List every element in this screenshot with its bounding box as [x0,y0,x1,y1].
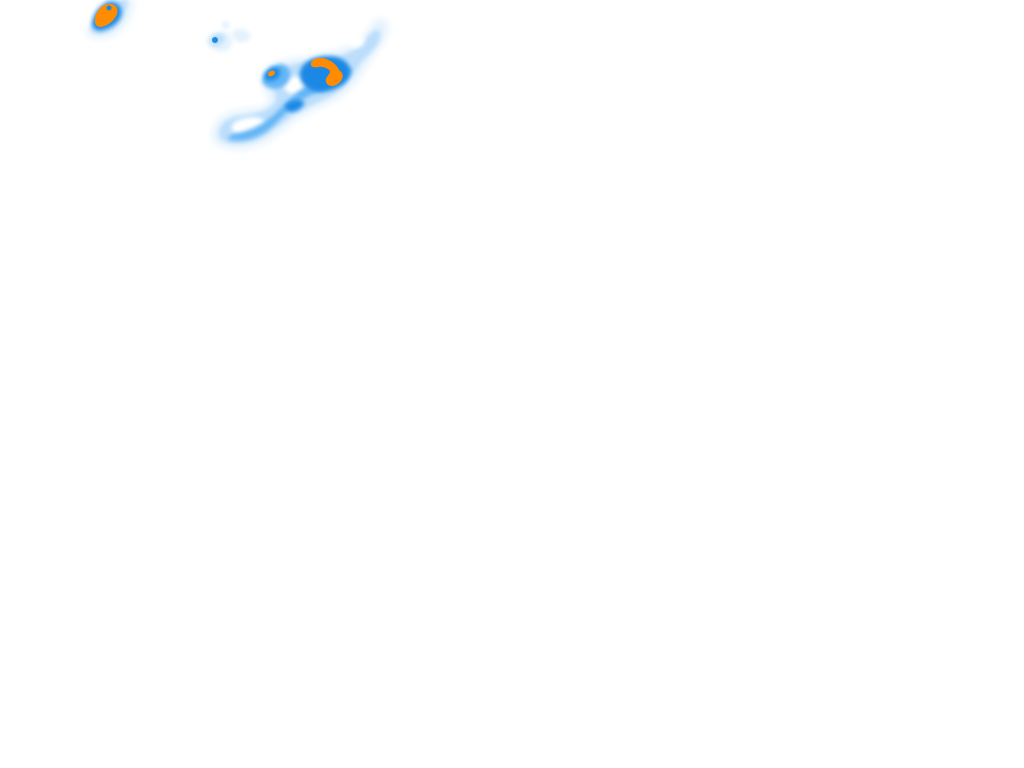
precip-system-central [212,18,388,149]
precip-core [106,5,112,11]
map-clear-area [348,35,365,48]
map-clear-area [283,76,307,94]
precip-cell-small [206,21,251,52]
precip-zone-intense [310,58,343,86]
precip-zone-intense [268,70,276,77]
precip-zone-intense [95,3,118,27]
precip-core [212,37,218,43]
precip-zone-very-light [222,21,230,29]
precip-zone-very-light [232,29,251,43]
precip-zone-heavy [285,99,304,112]
precip-cell-northwest [86,0,134,39]
